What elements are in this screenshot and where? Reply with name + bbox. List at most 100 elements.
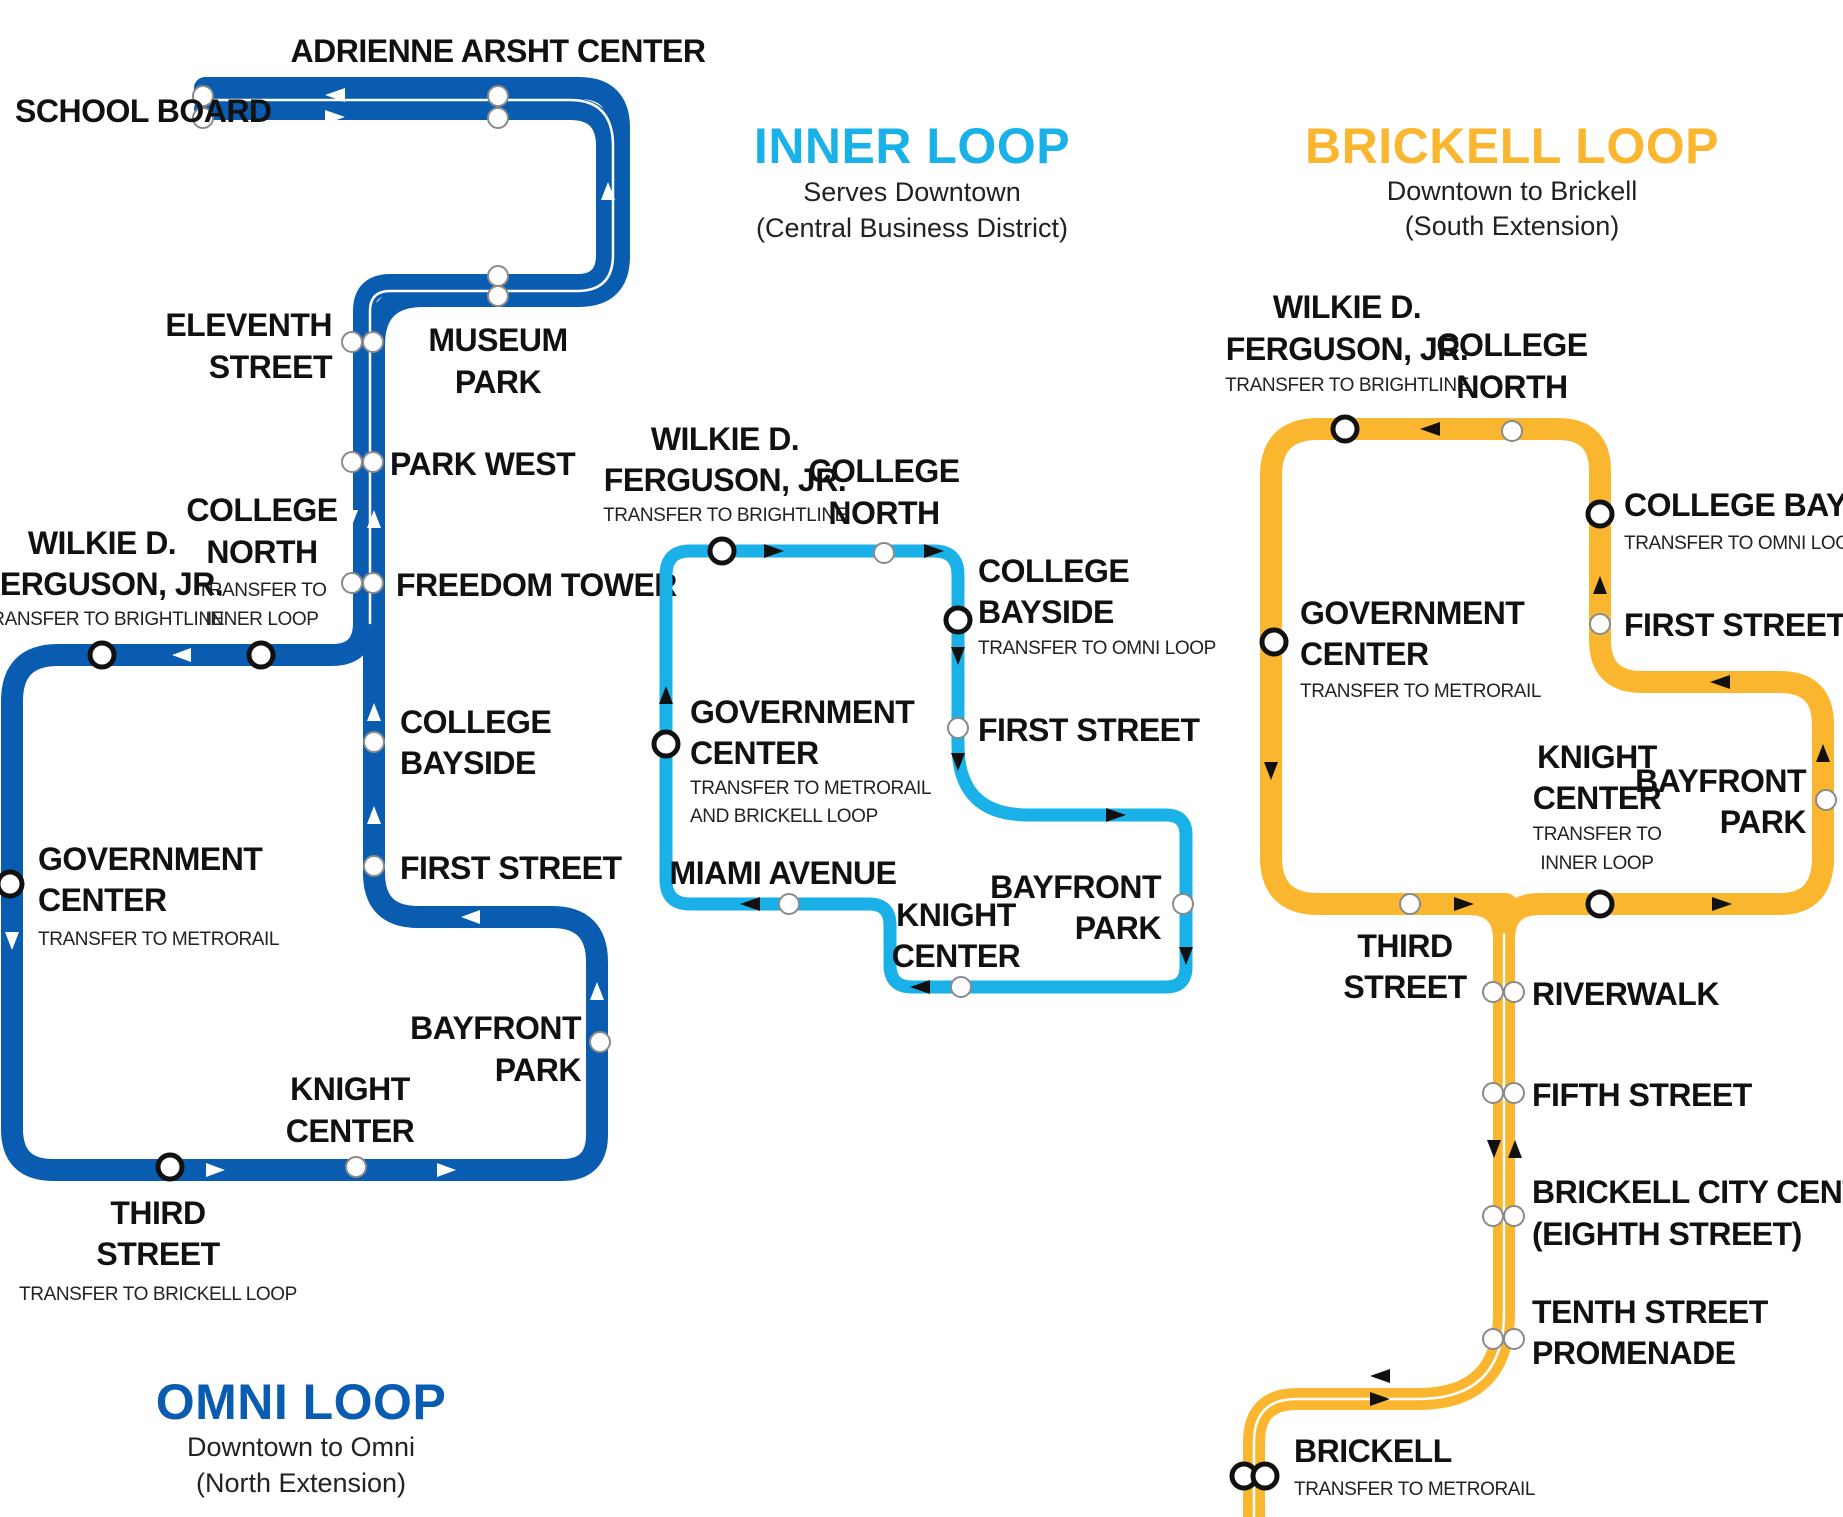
omni-loop-track bbox=[1, 77, 630, 1181]
station-label-park-west: PARK WEST bbox=[390, 446, 576, 482]
transfer-station-marker[interactable] bbox=[0, 869, 25, 899]
station-marker[interactable] bbox=[192, 85, 214, 107]
station-marker[interactable] bbox=[362, 331, 384, 353]
transfer-station-marker[interactable] bbox=[651, 729, 681, 759]
station-marker[interactable] bbox=[1503, 1082, 1525, 1104]
station-label-museum-park: PARK bbox=[455, 364, 542, 400]
station-marker[interactable] bbox=[778, 893, 800, 915]
station-marker[interactable] bbox=[487, 265, 509, 287]
station-marker[interactable] bbox=[363, 731, 385, 753]
inner-loop-track bbox=[659, 544, 1193, 994]
station-marker[interactable] bbox=[1589, 613, 1611, 635]
station-marker[interactable] bbox=[1501, 420, 1523, 442]
transfer-station-marker[interactable] bbox=[707, 536, 737, 566]
transfer-note: INNER LOOP bbox=[1540, 853, 1653, 874]
station-label-first-street: FIRST STREET bbox=[978, 712, 1201, 748]
station-label-tenth-street-promenade: TENTH STREET bbox=[1532, 1294, 1769, 1330]
station-marker[interactable] bbox=[362, 451, 384, 473]
station-label-knight-center: CENTER bbox=[892, 938, 1021, 974]
direction-arrow bbox=[951, 647, 965, 665]
station-marker[interactable] bbox=[1482, 1328, 1504, 1350]
station-label-government-center: GOVERNMENT bbox=[38, 841, 263, 877]
direction-arrow bbox=[461, 910, 480, 924]
transfer-note: TRANSFER TO BRIGHTLINE bbox=[0, 609, 224, 630]
transfer-note: TRANSFER TO OMNI LOOP bbox=[978, 638, 1216, 659]
direction-arrow bbox=[206, 1163, 225, 1177]
inner-loop-subtitle: (Central Business District) bbox=[756, 213, 1068, 243]
direction-arrow bbox=[1508, 1140, 1522, 1158]
brickell-loop-subtitle: Downtown to Brickell bbox=[1387, 176, 1638, 206]
station-label-bayfront-park: BAYFRONT bbox=[1635, 763, 1807, 799]
transfer-note: TRANSFER TO BRICKELL LOOP bbox=[19, 1284, 297, 1305]
transfer-station-marker[interactable] bbox=[155, 1152, 185, 1182]
station-marker[interactable] bbox=[1503, 1205, 1525, 1227]
direction-arrow bbox=[1487, 1140, 1501, 1158]
station-label-third-street: STREET bbox=[1343, 969, 1467, 1005]
station-marker[interactable] bbox=[947, 717, 969, 739]
omni-loop-title: OMNI LOOP bbox=[156, 1374, 447, 1430]
brickell-loop-track-inner bbox=[1252, 932, 1506, 1517]
station-marker[interactable] bbox=[1815, 789, 1837, 811]
direction-arrow bbox=[1370, 1369, 1390, 1383]
direction-arrow bbox=[1264, 762, 1278, 780]
inner-loop-legend: INNER LOOP Serves Downtown (Central Busi… bbox=[754, 118, 1070, 243]
direction-arrow bbox=[1593, 576, 1607, 594]
station-marker[interactable] bbox=[1482, 1205, 1504, 1227]
station-marker[interactable] bbox=[487, 85, 509, 107]
station-label-knight-center: KNIGHT bbox=[896, 897, 1017, 933]
station-marker[interactable] bbox=[873, 542, 895, 564]
transfer-station-marker[interactable] bbox=[1585, 889, 1615, 919]
transfer-note: TRANSFER TO OMNI LOOP bbox=[1624, 533, 1843, 554]
station-marker[interactable] bbox=[341, 572, 363, 594]
transfer-station-marker[interactable] bbox=[1330, 414, 1360, 444]
station-label-government-center: CENTER bbox=[690, 735, 819, 771]
omni-loop-legend: OMNI LOOP Downtown to Omni (North Extens… bbox=[156, 1374, 447, 1498]
station-label-museum-park: MUSEUM bbox=[428, 322, 567, 358]
station-marker[interactable] bbox=[1482, 981, 1504, 1003]
station-label-school-board: SCHOOL BOARD bbox=[15, 93, 272, 129]
station-label-knight-center: CENTER bbox=[286, 1113, 415, 1149]
transfer-station-marker[interactable] bbox=[1250, 1461, 1280, 1491]
station-label-college-north: NORTH bbox=[1456, 369, 1567, 405]
station-label-college-north: NORTH bbox=[206, 534, 317, 570]
station-marker[interactable] bbox=[363, 855, 385, 877]
station-marker[interactable] bbox=[192, 107, 214, 129]
omni-loop: SCHOOL BOARD ADRIENNE ARSHT CENTER ELEVE… bbox=[0, 33, 706, 1305]
station-label-third-street: THIRD bbox=[110, 1195, 205, 1231]
station-marker[interactable] bbox=[1482, 1082, 1504, 1104]
station-label-first-street: FIRST STREET bbox=[1624, 607, 1843, 643]
direction-arrow bbox=[601, 182, 615, 200]
station-marker[interactable] bbox=[487, 107, 509, 129]
station-label-arsht-center: ADRIENNE ARSHT CENTER bbox=[291, 33, 706, 69]
station-marker[interactable] bbox=[1399, 893, 1421, 915]
transfer-station-marker[interactable] bbox=[1585, 499, 1615, 529]
direction-arrow bbox=[1710, 675, 1730, 689]
brickell-loop-title: BRICKELL LOOP bbox=[1305, 118, 1719, 174]
transfer-station-marker[interactable] bbox=[943, 605, 973, 635]
direction-arrow bbox=[437, 1163, 456, 1177]
transfer-station-marker[interactable] bbox=[87, 640, 117, 670]
station-label-college-north: NORTH bbox=[828, 495, 939, 531]
direction-arrow bbox=[367, 510, 381, 528]
direction-arrow bbox=[172, 648, 191, 662]
station-marker[interactable] bbox=[950, 976, 972, 998]
station-marker[interactable] bbox=[1503, 1328, 1525, 1350]
station-marker[interactable] bbox=[345, 1156, 367, 1178]
transfer-station-marker[interactable] bbox=[1259, 627, 1289, 657]
station-marker[interactable] bbox=[1172, 893, 1194, 915]
station-marker[interactable] bbox=[341, 451, 363, 473]
station-marker[interactable] bbox=[589, 1031, 611, 1053]
station-marker[interactable] bbox=[1503, 981, 1525, 1003]
transfer-station-marker[interactable] bbox=[246, 640, 276, 670]
station-label-freedom-tower: FREEDOM TOWER bbox=[396, 567, 677, 603]
station-label-wilkie-ferguson: FERGUSON, JR. bbox=[1226, 331, 1468, 367]
station-marker[interactable] bbox=[341, 331, 363, 353]
station-marker[interactable] bbox=[362, 572, 384, 594]
station-marker[interactable] bbox=[487, 285, 509, 307]
transfer-note: INNER LOOP bbox=[205, 609, 318, 630]
station-label-knight-center: KNIGHT bbox=[290, 1071, 411, 1107]
station-label-wilkie-ferguson: FERGUSON, JR. bbox=[604, 462, 846, 498]
direction-arrow bbox=[367, 806, 381, 824]
station-label-riverwalk: RIVERWALK bbox=[1532, 976, 1719, 1012]
direction-arrow bbox=[1420, 422, 1440, 436]
